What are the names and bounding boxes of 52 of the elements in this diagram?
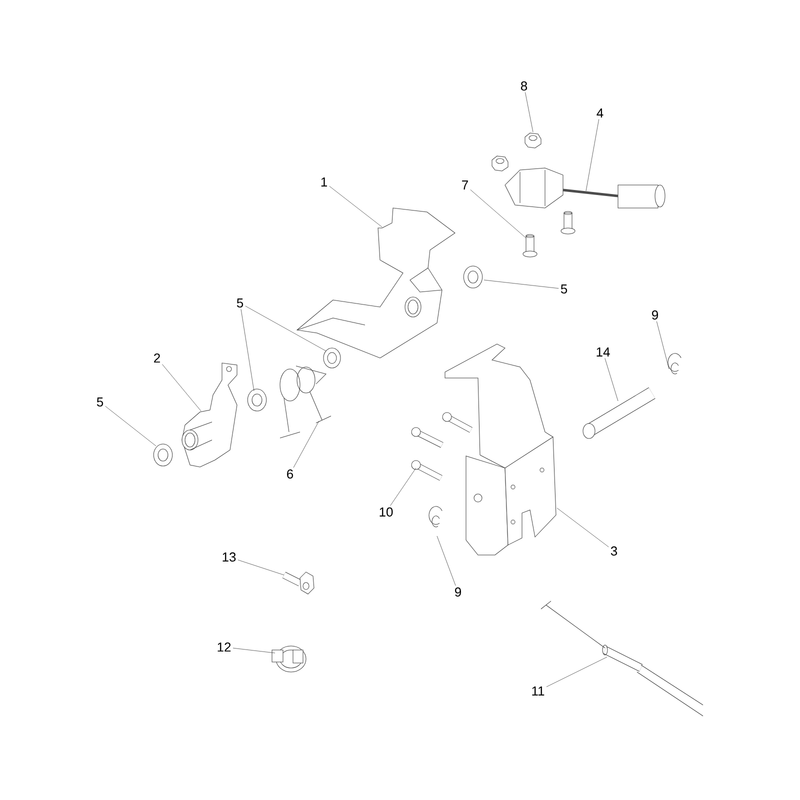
leader-line xyxy=(329,186,382,228)
leader-line xyxy=(293,420,320,468)
callout-number: 5 xyxy=(236,298,244,308)
callout-number: 1 xyxy=(321,178,327,186)
bushing-drawing xyxy=(323,348,341,368)
callout-number: 2 xyxy=(154,353,160,363)
callout-number: 9 xyxy=(455,587,461,597)
leader-line xyxy=(238,560,284,576)
leader-line xyxy=(105,406,156,446)
callout-number: 10 xyxy=(380,507,393,517)
bracket-drawing xyxy=(296,208,456,358)
callout-number: 13 xyxy=(222,552,236,562)
callout-number: 6 xyxy=(287,469,294,479)
leader-line xyxy=(240,309,254,392)
bolt-drawing xyxy=(411,460,442,481)
leader-line xyxy=(656,321,670,370)
callout-number: 5 xyxy=(96,397,104,407)
leader-line xyxy=(546,656,608,688)
clamp-drawing xyxy=(272,646,306,672)
clip-drawing xyxy=(428,506,442,528)
callout-number: 12 xyxy=(218,642,231,652)
callout-number: 9 xyxy=(652,310,658,320)
leader-line xyxy=(484,280,559,289)
leader-line xyxy=(390,468,416,506)
spring-drawing xyxy=(280,366,332,438)
leader-line xyxy=(556,508,609,548)
callout-number: 8 xyxy=(520,81,528,91)
pin-drawing xyxy=(582,387,656,439)
bushing-drawing xyxy=(463,266,483,288)
leader-line xyxy=(232,648,276,654)
leader-line xyxy=(162,364,202,412)
leader-line xyxy=(436,536,456,586)
callout-number: 11 xyxy=(532,686,544,696)
callout-number: 4 xyxy=(596,108,604,118)
bushing-drawing xyxy=(153,444,173,466)
callout-number: 3 xyxy=(610,546,618,556)
bracket-drawing xyxy=(444,344,556,556)
wiring-harness-drawing xyxy=(504,168,666,208)
bracket-drawing xyxy=(182,362,238,468)
callout-number: 7 xyxy=(462,180,468,190)
clip-drawing xyxy=(668,353,682,374)
bushing-drawing xyxy=(247,388,267,412)
pin-drawing xyxy=(522,234,538,258)
leader-line xyxy=(604,358,618,402)
nut-drawing xyxy=(524,132,542,148)
callout-number: 5 xyxy=(560,284,568,294)
leader-line xyxy=(470,189,526,238)
leader-line xyxy=(245,306,326,352)
leader-line xyxy=(525,92,534,132)
leader-line xyxy=(586,119,600,192)
callout-number: 14 xyxy=(596,348,610,356)
fitting-drawing xyxy=(282,572,314,594)
